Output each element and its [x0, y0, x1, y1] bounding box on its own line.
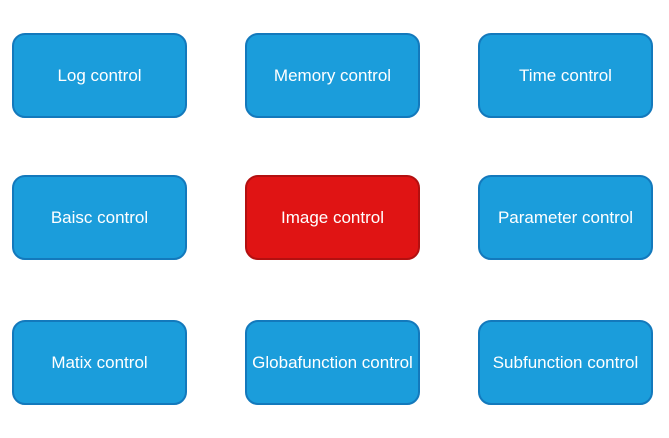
- button-subfunction-control[interactable]: Subfunction control: [478, 320, 653, 405]
- button-label: Matix control: [51, 353, 148, 372]
- button-label: Image control: [281, 208, 384, 227]
- button-label: Globafunction control: [252, 353, 413, 372]
- button-label: Log control: [57, 66, 142, 85]
- button-globafunction-control[interactable]: Globafunction control: [245, 320, 420, 405]
- button-label: Memory control: [273, 66, 392, 85]
- button-matix-control[interactable]: Matix control: [12, 320, 187, 405]
- button-baisc-control[interactable]: Baisc control: [12, 175, 187, 260]
- button-memory-control[interactable]: Memory control: [245, 33, 420, 118]
- button-log-control[interactable]: Log control: [12, 33, 187, 118]
- button-label: Time control: [519, 66, 612, 85]
- button-label: Parameter control: [497, 208, 634, 227]
- button-image-control[interactable]: Image control: [245, 175, 420, 260]
- button-label: Subfunction control: [492, 353, 639, 372]
- button-label: Baisc control: [50, 208, 149, 227]
- button-parameter-control[interactable]: Parameter control: [478, 175, 653, 260]
- button-time-control[interactable]: Time control: [478, 33, 653, 118]
